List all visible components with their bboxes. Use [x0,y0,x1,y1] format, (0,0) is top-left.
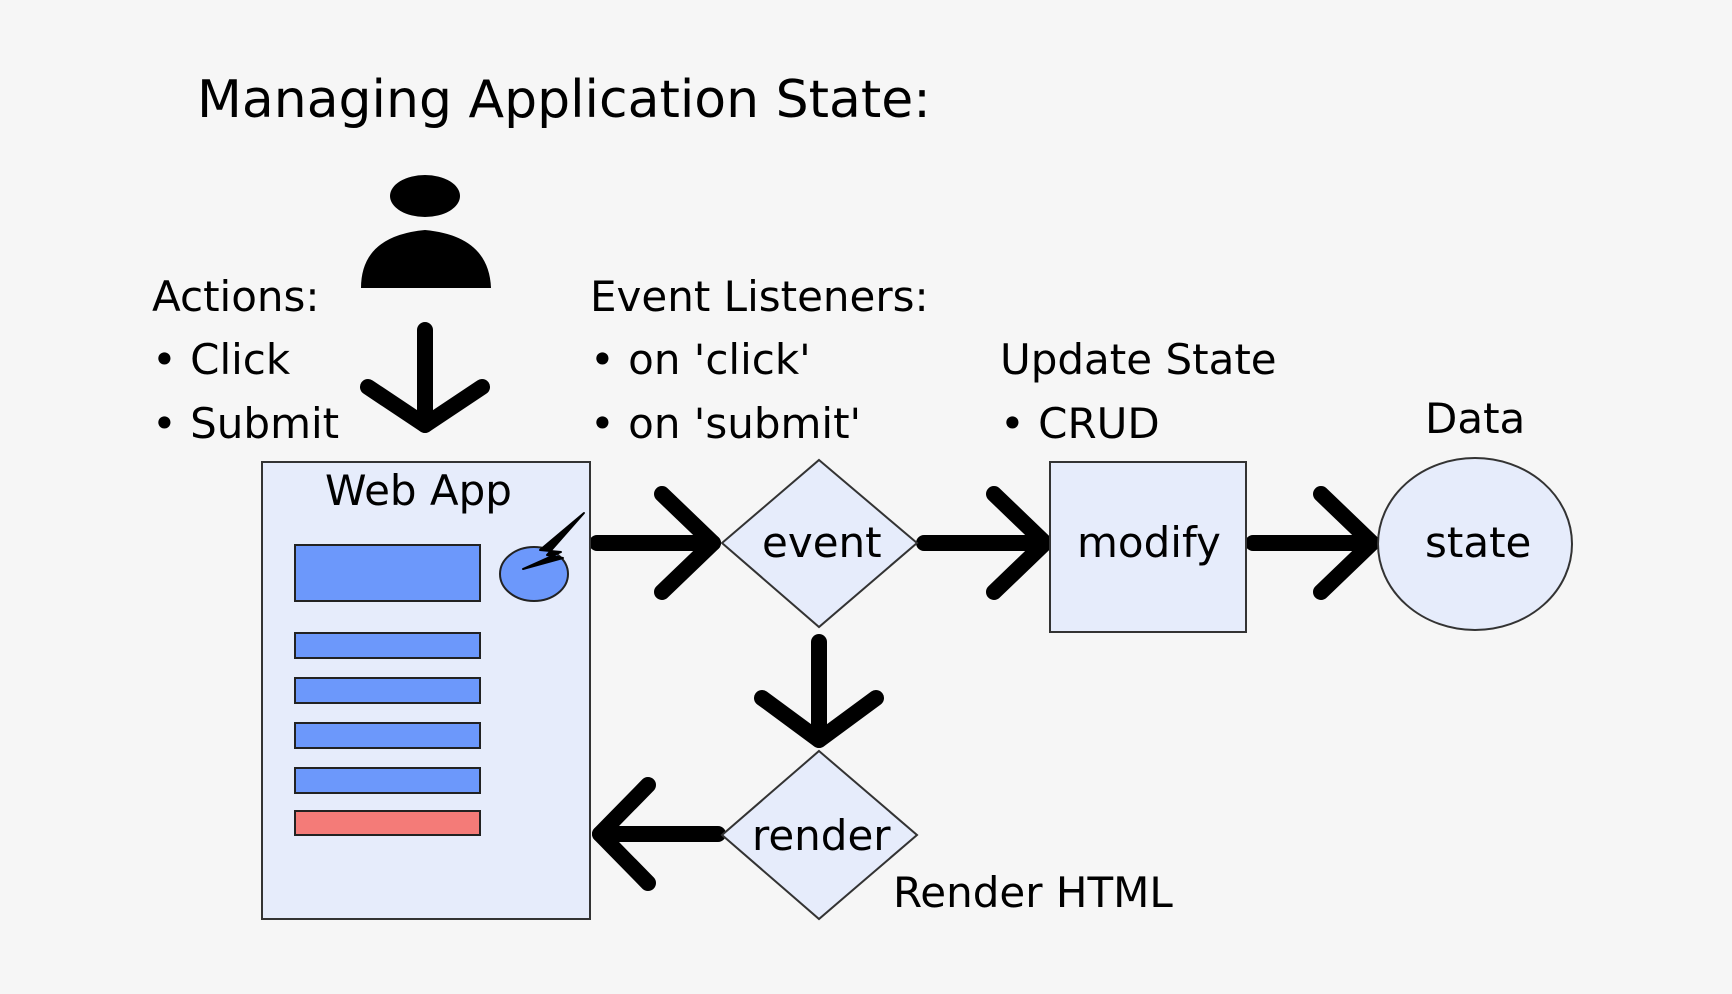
lightning-icon [522,512,585,570]
state-label: state [1425,518,1532,567]
event-node [720,458,919,629]
webapp-widget-header [294,544,481,602]
render-caption: Render HTML [893,868,1173,917]
listeners-heading: Event Listeners: [590,272,929,321]
arrow-modify-to-state [1245,486,1380,600]
arrow-render-to-webapp [592,777,726,891]
webapp-label: Web App [325,466,512,515]
click-target-circle [499,546,569,602]
actions-heading: Actions: [152,272,320,321]
webapp-widget-row [294,767,481,794]
update-item-crud: • CRUD [1000,399,1160,448]
user-icon [361,175,491,288]
listeners-item-click: • on 'click' [590,335,811,384]
webapp-widget-row [294,632,481,659]
modify-label: modify [1077,518,1221,567]
arrow-event-to-modify [916,486,1053,600]
actions-item-click: • Click [152,335,291,384]
render-label: render [752,811,891,860]
state-node [1377,457,1573,631]
webapp-widget-row-alert [294,810,481,836]
listeners-item-submit: • on 'submit' [590,399,862,448]
arrow-user-to-webapp [360,322,490,433]
diagram-title: Managing Application State: [197,70,931,130]
modify-node [1049,461,1247,633]
render-node [720,749,919,921]
webapp-widget-row [294,722,481,749]
data-label: Data [1425,394,1526,443]
arrow-event-to-render [754,634,884,748]
webapp-widget-row [294,677,481,704]
event-label: event [762,518,882,567]
update-heading: Update State [1000,335,1277,384]
actions-item-submit: • Submit [152,399,340,448]
arrow-webapp-to-event [589,486,721,600]
